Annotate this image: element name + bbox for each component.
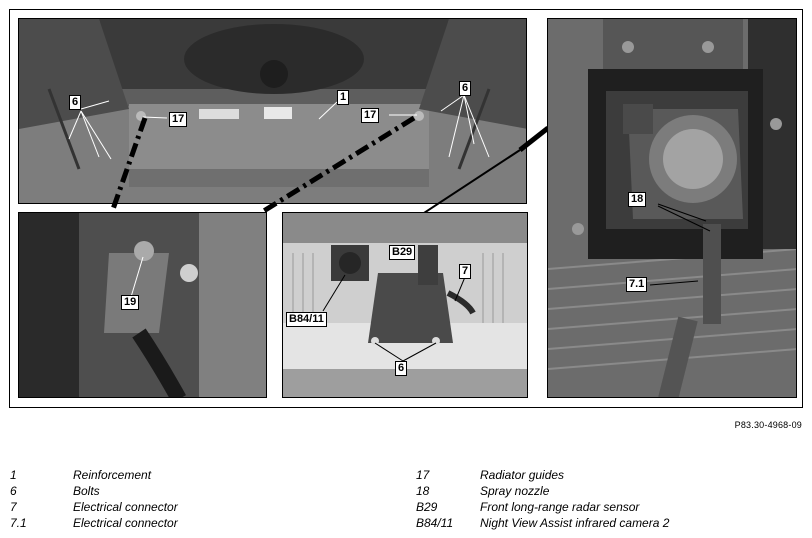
legend-desc: Bolts bbox=[73, 484, 100, 498]
photo-infrared-camera: 18 7.1 bbox=[547, 18, 797, 398]
legend-right-column: 17 Radiator guides 18 Spray nozzle B29 Fron… bbox=[416, 467, 796, 531]
callout-radiator-guides-left: 17 bbox=[169, 112, 188, 127]
legend-key: 7.1 bbox=[10, 516, 27, 530]
legend-row: 7 Electrical connector bbox=[10, 499, 390, 515]
legend-key: B84/11 bbox=[416, 516, 454, 530]
callout-reinforcement: 1 bbox=[337, 90, 350, 105]
legend-key: 7 bbox=[10, 500, 17, 514]
legend-desc: Spray nozzle bbox=[480, 484, 550, 498]
legend-desc: Front long-range radar sensor bbox=[480, 500, 640, 514]
legend-desc: Reinforcement bbox=[73, 468, 152, 482]
callout-6-radar: 6 bbox=[395, 361, 408, 376]
legend-key: 1 bbox=[10, 468, 17, 482]
legend-desc: Electrical connector bbox=[73, 500, 178, 514]
callout-19: 19 bbox=[121, 295, 140, 310]
legend-row: B84/11 Night View Assist infrared camera … bbox=[416, 515, 796, 531]
callout-b84-11: B84/11 bbox=[286, 312, 327, 327]
engine-bay-illustration bbox=[19, 19, 526, 203]
legend-key: B29 bbox=[416, 500, 438, 514]
photo-radar-sensor: B29 B84/11 7 6 bbox=[282, 212, 528, 398]
legend-row: 18 Spray nozzle bbox=[416, 483, 796, 499]
callout-7-1: 7.1 bbox=[626, 277, 648, 292]
figure-reference-code: P83.30-4968-09 bbox=[734, 420, 802, 430]
callout-spray-nozzle: 18 bbox=[628, 192, 647, 207]
radiator-guide-illustration bbox=[19, 213, 266, 397]
callout-radiator-guides-right: 17 bbox=[361, 108, 380, 123]
callout-b29: B29 bbox=[389, 245, 416, 260]
legend-key: 6 bbox=[10, 484, 17, 498]
photo-radiator-guide-detail: 19 bbox=[18, 212, 267, 398]
legend-row: 1 Reinforcement bbox=[10, 467, 390, 483]
callout-bolts-right: 6 bbox=[459, 81, 472, 96]
legend-row: 17 Radiator guides bbox=[416, 467, 796, 483]
legend-row: 6 Bolts bbox=[10, 483, 390, 499]
photo-engine-bay: 1 6 6 17 17 bbox=[18, 18, 527, 204]
legend-desc: Electrical connector bbox=[73, 516, 178, 530]
infrared-camera-illustration bbox=[548, 19, 796, 397]
legend-row: B29 Front long-range radar sensor bbox=[416, 499, 796, 515]
legend-key: 18 bbox=[416, 484, 430, 498]
legend-desc: Night View Assist infrared camera 2 bbox=[480, 516, 670, 530]
legend-key: 17 bbox=[416, 468, 430, 482]
legend-row: 7.1 Electrical connector bbox=[10, 515, 390, 531]
legend-desc: Radiator guides bbox=[480, 468, 565, 482]
callout-7: 7 bbox=[459, 264, 472, 279]
callout-bolts-left: 6 bbox=[69, 95, 82, 110]
